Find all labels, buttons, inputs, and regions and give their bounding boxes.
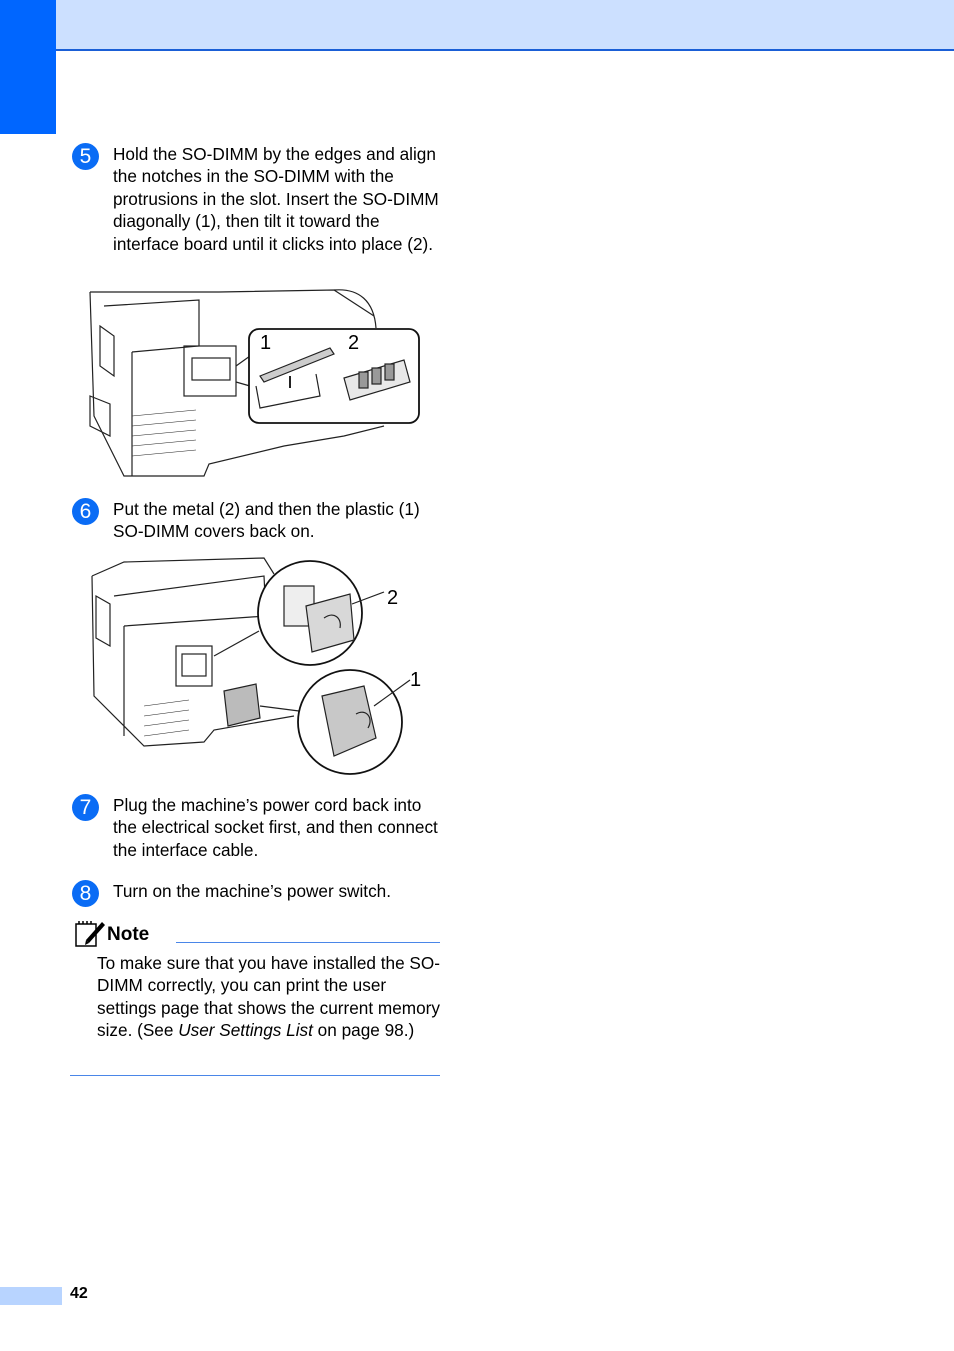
- step-text: Turn on the machine’s power switch.: [113, 881, 391, 901]
- step-number: 7: [72, 794, 99, 821]
- figure2-label-1: 1: [410, 669, 421, 691]
- note-pencil-icon: [75, 921, 105, 947]
- step-number: 6: [72, 498, 99, 525]
- step-text: Hold the SO-DIMM by the edges and align …: [113, 144, 439, 254]
- chapter-tab: [0, 0, 56, 134]
- note-text-after: on page 98.): [312, 1020, 415, 1041]
- sodimm-cover-illustration: 2 1: [91, 557, 421, 775]
- note-header: Note: [74, 918, 441, 950]
- note-text: To make sure that you have installed the…: [97, 952, 442, 1042]
- step-text: Put the metal (2) and then the plastic (…: [113, 499, 420, 542]
- sodimm-insert-illustration: 1 2: [89, 289, 420, 477]
- step-text: Plug the machine’s power cord back into …: [113, 795, 438, 860]
- page-tab: [0, 1287, 62, 1305]
- figure1-label-1: 1: [260, 332, 271, 354]
- page-number: 42: [70, 1285, 88, 1302]
- step-number: 8: [72, 880, 99, 907]
- note-bottom-rule: [70, 1075, 440, 1076]
- figure1-label-2: 2: [348, 332, 359, 354]
- note-top-rule: [176, 942, 440, 943]
- note-title: Note: [107, 924, 150, 945]
- note-reference: User Settings List: [178, 1020, 313, 1041]
- figure2-label-2: 2: [387, 587, 398, 609]
- note-text-before: To make sure that you have installed the…: [97, 953, 440, 1041]
- step-number: 5: [72, 143, 99, 170]
- header-band: [0, 0, 954, 51]
